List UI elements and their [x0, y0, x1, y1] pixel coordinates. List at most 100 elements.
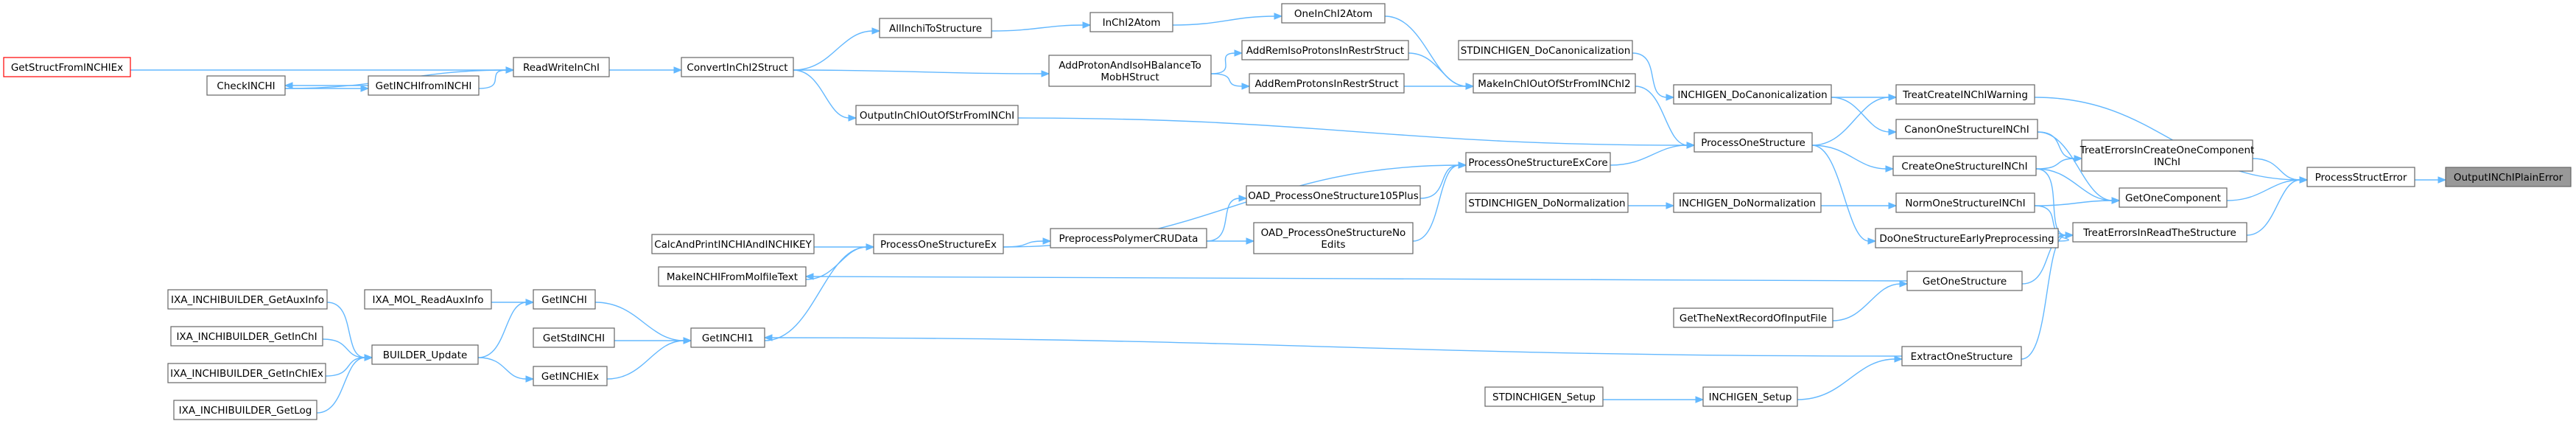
node-stdinchigen-do-canonicalization[interactable]: STDINCHIGEN_DoCanonicalization	[1458, 40, 1633, 60]
node-all-inchi-to-structure[interactable]: AllInchiToStructure	[879, 18, 992, 38]
node-label: CreateOneStructureINChI	[1901, 161, 2027, 173]
node-label: AllInchiToStructure	[889, 23, 982, 35]
node-inchigen-do-canonicalization[interactable]: INCHIGEN_DoCanonicalization	[1673, 84, 1832, 105]
node-builder-update[interactable]: BUILDER_Update	[371, 344, 479, 365]
node-box	[170, 326, 323, 347]
node-process-one-structure-ex[interactable]: ProcessOneStructureEx	[873, 234, 1004, 254]
node-get-one-structure[interactable]: GetOneStructure	[1906, 271, 2023, 291]
node-in-ch-i2-atom[interactable]: InChI2Atom	[1089, 12, 1173, 32]
node-box	[1906, 271, 2023, 291]
edge-arrowhead	[871, 27, 881, 35]
edge-add-proton-and-iso-hbalance-to-mob-hstruct-to-add-rem-iso-protons-in-restr-struct	[1210, 52, 1236, 74]
node-label: INCHIGEN_Setup	[1709, 392, 1792, 403]
edge-arrowhead	[1666, 202, 1675, 209]
node-convert-in-ch-i2-struct[interactable]: ConvertInChI2Struct	[681, 57, 794, 77]
node-inchigen-do-normalization[interactable]: INCHIGEN_DoNormalization	[1673, 192, 1822, 213]
edge-oad-process-one-structure-no-edits-to-process-one-structure-ex-core	[1412, 164, 1460, 242]
node-treat-errors-in-read-the-structure[interactable]: TreatErrorsInReadTheStructure	[2072, 222, 2247, 243]
node-read-write-in-ch-i[interactable]: ReadWriteInChI	[513, 57, 610, 77]
edge-ixa-inchibuilder-get-log-to-builder-update	[316, 357, 366, 414]
node-process-struct-error[interactable]: ProcessStructError	[2306, 167, 2415, 187]
edge-inchigen-setup-to-extract-one-structure	[1797, 358, 1896, 400]
edge-process-one-structure-to-do-one-structure-early-preprocessing	[1811, 145, 1870, 242]
node-ixa-inchibuilder-get-log[interactable]: IXA_INCHIBUILDER_GetLog	[173, 400, 317, 420]
edge-add-rem-iso-protons-in-restr-struct-to-make-in-ch-iout-of-str-from-inch-i2	[1408, 52, 1467, 87]
node-label: TreatErrorsInCreateOneComponent	[2080, 145, 2255, 156]
node-make-inchifrom-molfile-text[interactable]: MakeINCHIFromMolfileText	[658, 266, 807, 287]
node-treat-create-inch-iwarning[interactable]: TreatCreateINChIWarning	[1895, 84, 2035, 105]
node-get-inchiex[interactable]: GetINCHIEx	[533, 366, 608, 386]
node-process-one-structure[interactable]: ProcessOneStructure	[1694, 132, 1813, 153]
edge-create-one-structure-inch-i-to-treat-errors-in-create-one-component-inch-i	[2035, 158, 2076, 170]
node-stdinchigen-setup[interactable]: STDINCHIGEN_Setup	[1484, 386, 1604, 407]
node-ixa-inchibuilder-get-aux-info[interactable]: IXA_INCHIBUILDER_GetAuxInfo	[167, 289, 328, 310]
node-output-in-ch-iout-of-str-from-inch-i[interactable]: OutputInChIOutOfStrFromINChI	[855, 105, 1019, 125]
nodes-layer: OutputINChIPlainErrorProcessStructErrorT…	[3, 3, 2572, 420]
node-check-inchi[interactable]: CheckINCHI	[206, 75, 286, 96]
node-label: ProcessOneStructure	[1701, 137, 1805, 149]
edge-arrowhead	[2065, 232, 2074, 239]
node-label: OneInChI2Atom	[1294, 8, 1372, 20]
node-do-one-structure-early-preprocessing[interactable]: DoOneStructureEarlyPreprocessing	[1875, 228, 2059, 248]
node-label: MakeInChIOutOfStrFromINChI2	[1478, 78, 1630, 90]
node-get-inchi1[interactable]: GetINCHI1	[690, 327, 765, 348]
node-box	[173, 400, 317, 420]
node-inchigen-setup[interactable]: INCHIGEN_Setup	[1702, 386, 1798, 407]
node-calc-and-print-inchiand-inchikey[interactable]: CalcAndPrintINCHIAndINCHIKEY	[651, 234, 815, 254]
node-box	[2445, 167, 2572, 187]
node-preprocess-polymer-crudata[interactable]: PreprocessPolymerCRUData	[1050, 228, 1207, 248]
edge-treat-errors-in-create-one-component-inch-i-to-process-struct-error	[2252, 158, 2301, 181]
node-ixa-mol-read-aux-info[interactable]: IXA_MOL_ReadAuxInfo	[364, 289, 492, 310]
node-label: ExtractOneStructure	[1911, 351, 2013, 363]
node-get-inchi[interactable]: GetINCHI	[533, 289, 596, 310]
node-output-inch-iplain-error[interactable]: OutputINChIPlainError	[2445, 167, 2572, 187]
node-stdinchigen-do-normalization[interactable]: STDINCHIGEN_DoNormalization	[1465, 192, 1629, 213]
node-canon-one-structure-inch-i[interactable]: CanonOneStructureINChI	[1895, 119, 2038, 139]
edge-stdinchigen-do-canonicalization-to-inchigen-do-canonicalization	[1632, 52, 1668, 98]
node-norm-one-structure-inch-i[interactable]: NormOneStructureINChI	[1895, 192, 2035, 213]
node-label: IXA_INCHIBUILDER_GetLog	[179, 405, 312, 417]
node-box	[368, 75, 480, 96]
node-label: AddProtonAndIsoHBalanceTo	[1059, 60, 1201, 72]
node-extract-one-structure[interactable]: ExtractOneStructure	[1901, 346, 2022, 366]
edge-preprocess-polymer-crudata-to-oad-process-one-structure105-plus	[1206, 198, 1240, 242]
node-get-inchifrom-inchi[interactable]: GetINCHIfromINCHI	[368, 75, 480, 96]
node-add-rem-protons-in-restr-struct[interactable]: AddRemProtonsInRestrStruct	[1249, 73, 1405, 94]
edge-ixa-inchibuilder-get-in-ch-iex-to-builder-update	[325, 357, 366, 377]
node-label: GetINCHI	[541, 294, 587, 306]
edge-canon-one-structure-inch-i-to-get-one-component	[2037, 131, 2113, 201]
edge-in-ch-i2-atom-to-one-in-ch-i2-atom	[1172, 15, 1276, 26]
node-box	[3, 57, 131, 77]
node-ixa-inchibuilder-get-in-ch-iex[interactable]: IXA_INCHIBUILDER_GetInChIEx	[167, 363, 326, 383]
node-create-one-structure-inch-i[interactable]: CreateOneStructureINChI	[1892, 156, 2037, 176]
node-get-the-next-record-of-input-file[interactable]: GetTheNextRecordOfInputFile	[1673, 307, 1833, 328]
edge-arrowhead	[2074, 155, 2083, 162]
edge-arrowhead	[1888, 128, 1898, 136]
edge-arrowhead	[1465, 83, 1475, 90]
edge-arrowhead	[360, 85, 370, 92]
node-box	[1673, 192, 1822, 213]
node-box	[1895, 192, 2035, 213]
edge-arrowhead	[364, 354, 373, 361]
edge-get-inchifrom-inchi-to-read-write-in-ch-i	[478, 69, 508, 89]
node-label: STDINCHIGEN_DoCanonicalization	[1461, 45, 1631, 57]
edge-builder-update-to-get-inchiex	[477, 357, 527, 380]
node-add-rem-iso-protons-in-restr-struct[interactable]: AddRemIsoProtonsInRestrStruct	[1241, 40, 1409, 60]
edge-arrowhead	[284, 82, 293, 89]
edge-arrowhead	[1885, 165, 1895, 173]
node-ixa-inchibuilder-get-in-ch-i[interactable]: IXA_INCHIBUILDER_GetInChI	[170, 326, 323, 347]
node-get-one-component[interactable]: GetOneComponent	[2119, 187, 2228, 208]
node-make-in-ch-iout-of-str-from-inch-i2[interactable]: MakeInChIOutOfStrFromINChI2	[1473, 73, 1636, 94]
node-box	[1673, 307, 1833, 328]
node-get-std-inchi[interactable]: GetStdINCHI	[533, 327, 615, 348]
node-box	[658, 266, 807, 287]
edge-arrowhead	[1241, 83, 1251, 90]
node-process-one-structure-ex-core[interactable]: ProcessOneStructureExCore	[1465, 152, 1611, 173]
node-label: AddRemProtonsInRestrStruct	[1254, 78, 1398, 90]
node-oad-process-one-structure105-plus[interactable]: OAD_ProcessOneStructure105Plus	[1246, 185, 1421, 206]
node-one-in-ch-i2-atom[interactable]: OneInChI2Atom	[1281, 3, 1386, 24]
node-get-struct-from-inchiex[interactable]: GetStructFromINCHIEx	[3, 57, 131, 77]
